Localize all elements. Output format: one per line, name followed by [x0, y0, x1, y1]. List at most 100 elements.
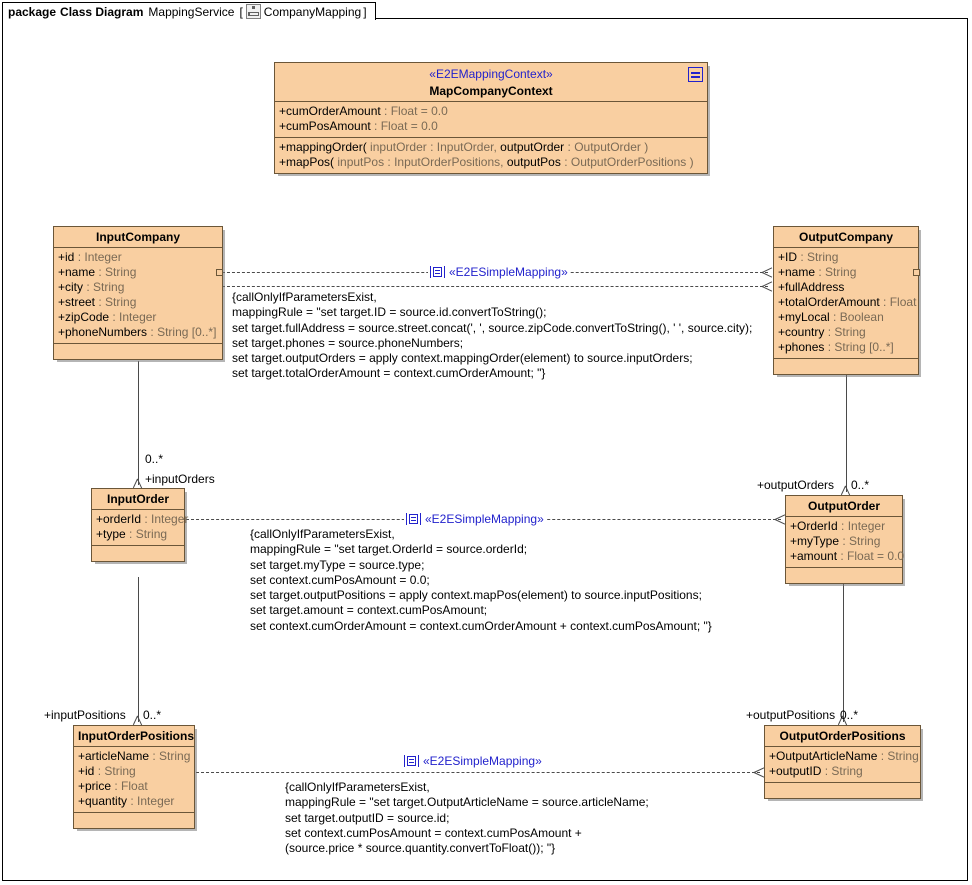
association-input-positions[interactable] [138, 577, 139, 722]
attribute-row: +fullAddress [778, 280, 845, 294]
association-arrowhead [842, 486, 851, 495]
service-name: MappingService [148, 4, 235, 19]
attribute-row: +myType : String [790, 534, 881, 548]
mapping-link-company-b[interactable] [222, 286, 768, 287]
class-title: InputOrderPositions [78, 729, 195, 743]
class-title: InputCompany [96, 230, 180, 244]
attribute-row: +ID : String [778, 250, 839, 264]
association-role-output-orders: +outputOrders [757, 478, 835, 492]
class-diagram-icon [245, 4, 261, 19]
link-stereotype-label: «E2ESimpleMapping» [423, 754, 542, 768]
attribute-row: +orderId : Integer [96, 512, 189, 526]
link-arrowhead [762, 267, 772, 278]
association-arrowhead [134, 479, 143, 488]
association-arrowhead [134, 716, 143, 725]
attribute-row: +id : Integer [58, 250, 122, 264]
class-output-company[interactable]: OutputCompany +ID : String +name : Strin… [773, 226, 919, 375]
note-line: set context.cumPosAmount = 0.0; [250, 572, 430, 587]
association-output-positions[interactable] [843, 584, 844, 722]
association-input-orders[interactable] [138, 361, 139, 485]
link-arrowhead [762, 281, 772, 292]
operations-compartment [92, 545, 184, 561]
attribute-row: +outputID : String [769, 764, 863, 778]
attributes-compartment: +id : Integer +name : String +city : Str… [54, 247, 222, 343]
operations-compartment [54, 343, 222, 359]
class-output-order[interactable]: OutputOrder +OrderId : Integer +myType :… [785, 495, 904, 584]
diagram-kind: Class Diagram [60, 4, 144, 19]
attribute-row: +cumOrderAmount : Float = 0.0 [279, 104, 448, 118]
note-line: set target.myType = source.type; [250, 557, 425, 572]
attribute-row: +articleName : String [78, 749, 191, 763]
attribute-row: +zipCode : Integer [58, 310, 157, 324]
bracket-open: [ [239, 4, 243, 19]
note-line: set target.fullAddress = source.street.c… [232, 320, 753, 335]
link-target-handle[interactable] [913, 269, 920, 276]
attribute-row: +totalOrderAmount : Float [778, 295, 917, 309]
attribute-row: +type : String [96, 527, 168, 541]
note-line: {callOnlyIfParametersExist, [232, 290, 377, 304]
context-icon [688, 67, 703, 82]
link-arrowhead [775, 514, 785, 525]
attribute-row: +name : String [58, 265, 137, 279]
association-role-output-positions: +outputPositions [746, 708, 836, 722]
association-multiplicity-input-positions: 0..* [143, 708, 162, 722]
operations-compartment [786, 567, 902, 583]
attribute-row: +price : Float [78, 779, 148, 793]
class-input-order[interactable]: InputOrder +orderId : Integer +type : St… [91, 488, 189, 562]
class-title: OutputOrder [808, 499, 880, 513]
attributes-compartment: +cumOrderAmount : Float = 0.0 +cumPosAmo… [275, 101, 707, 137]
bracket-close: ] [363, 4, 367, 19]
class-map-company-context[interactable]: «E2EMappingContext» MapCompanyContext +c… [274, 62, 708, 174]
attribute-row: +quantity : Integer [78, 794, 175, 808]
note-line: {callOnlyIfParametersExist, [285, 780, 430, 794]
mapping-icon [406, 513, 421, 525]
link-source-handle[interactable] [216, 269, 223, 276]
mapping-icon [430, 266, 445, 278]
association-role-input-orders: +inputOrders [145, 472, 215, 486]
association-multiplicity-output-positions: 0..* [840, 708, 859, 722]
note-line: set target.phones = source.phoneNumbers; [232, 335, 464, 350]
link-stereotype-company: «E2ESimpleMapping» [428, 265, 570, 279]
link-stereotype-label: «E2ESimpleMapping» [425, 512, 544, 526]
link-stereotype-positions: «E2ESimpleMapping» [402, 754, 544, 768]
attributes-compartment: +OrderId : Integer +myType : String +amo… [786, 516, 904, 567]
attribute-row: +phones : String [0..*] [778, 340, 894, 354]
association-output-orders[interactable] [846, 361, 847, 492]
operations-compartment [74, 812, 194, 828]
note-line: mappingRule = "set target.OutputArticleN… [285, 795, 649, 810]
note-line: set target.totalOrderAmount = context.cu… [232, 366, 546, 381]
class-output-order-positions[interactable]: OutputOrderPositions +OutputArticleName … [764, 725, 921, 799]
package-keyword: package [8, 4, 57, 19]
attributes-compartment: +articleName : String +id : String +pric… [74, 746, 194, 812]
note-line: set context.cumPosAmount = context.cumPo… [285, 825, 582, 840]
note-line: mappingRule = "set target.ID = source.id… [232, 305, 547, 320]
class-title: OutputCompany [799, 230, 893, 244]
mapping-note-positions: {callOnlyIfParametersExist, mappingRule … [285, 780, 649, 856]
class-input-company[interactable]: InputCompany +id : Integer +name : Strin… [53, 226, 223, 360]
association-multiplicity-input-orders: 0..* [145, 452, 164, 466]
note-line: set target.outputOrders = apply context.… [232, 351, 693, 366]
note-line: set target.outputPositions = apply conte… [250, 588, 702, 603]
link-stereotype-label: «E2ESimpleMapping» [449, 265, 568, 279]
mapping-icon [404, 755, 419, 767]
note-line: mappingRule = "set target.OrderId = sour… [250, 542, 528, 557]
link-stereotype-order: «E2ESimpleMapping» [404, 512, 546, 526]
mapping-link-positions[interactable] [196, 772, 760, 773]
attribute-row: +name : String [778, 265, 857, 279]
note-line: {callOnlyIfParametersExist, [250, 527, 395, 541]
attribute-row: +phoneNumbers : String [0..*] [58, 325, 217, 339]
attributes-compartment: +orderId : Integer +type : String [92, 509, 189, 545]
note-line: set target.amount = context.cumPosAmount… [250, 603, 488, 618]
attribute-row: +city : String [58, 280, 125, 294]
attributes-compartment: +ID : String +name : String +fullAddress… [774, 247, 918, 358]
operations-compartment [765, 782, 920, 798]
operation-row: +mapPos( inputPos : InputOrderPositions,… [279, 155, 694, 169]
attribute-row: +OrderId : Integer [790, 519, 886, 533]
class-input-order-positions[interactable]: InputOrderPositions +articleName : Strin… [73, 725, 195, 829]
class-stereotype: «E2EMappingContext» [429, 67, 553, 81]
association-multiplicity-output-orders: 0..* [851, 478, 870, 492]
note-line: set context.cumOrderAmount = context.cum… [250, 618, 712, 633]
attributes-compartment: +OutputArticleName : String +outputID : … [765, 746, 920, 782]
mapping-note-order: {callOnlyIfParametersExist, mappingRule … [250, 527, 712, 634]
